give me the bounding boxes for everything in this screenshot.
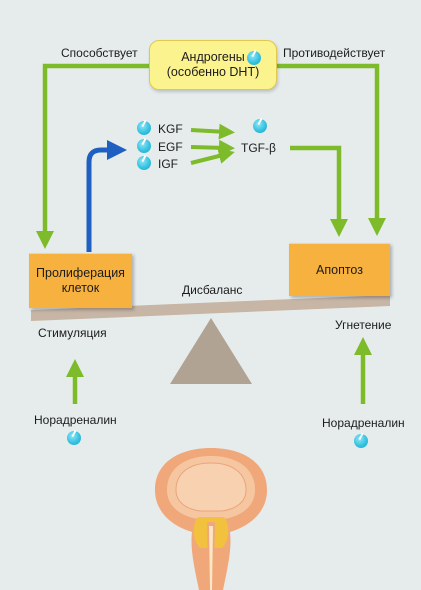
promotes-label: Способствует [61, 46, 138, 60]
molecule-icon [354, 434, 368, 448]
arrow-counteracts [277, 63, 386, 236]
arrow-igf [190, 148, 235, 165]
balance-fulcrum [170, 318, 252, 384]
apoptosis-box: Апоптоз [289, 243, 390, 296]
arrow-proliferation-to-factors [86, 140, 127, 252]
factor-igf: IGF [158, 157, 178, 171]
arrow-tgf-to-apoptosis [290, 145, 348, 237]
stimulation-label: Стимуляция [38, 326, 107, 340]
molecule-icon [137, 139, 151, 153]
molecule-icon [137, 121, 151, 135]
androgens-line2: (особенно DHT) [166, 65, 260, 79]
arrow-kgf [190, 123, 235, 140]
counteracts-label: Противодействует [283, 46, 386, 60]
factor-kgf: KGF [158, 122, 183, 136]
molecule-icon [247, 51, 261, 65]
proliferation-box: Пролиферация клеток [29, 253, 132, 308]
noradrenaline-left-label: Норадреналин [34, 413, 117, 427]
proliferation-line1: Пролиферация [36, 266, 125, 280]
molecule-icon [137, 156, 151, 170]
noradrenaline-right-label: Норадреналин [322, 416, 405, 430]
arrow-egf [190, 139, 235, 156]
imbalance-label: Дисбаланс [182, 283, 243, 297]
molecule-icon [253, 119, 267, 133]
balance-beam [31, 295, 390, 321]
tgf-beta-label: TGF-β [241, 141, 276, 155]
arrow-promotes [36, 63, 149, 249]
androgens-box: Андрогены (особенно DHT) [149, 40, 277, 90]
molecule-icon [67, 431, 81, 445]
androgens-line1: Андрогены [181, 50, 245, 64]
factor-egf: EGF [158, 140, 183, 154]
proliferation-line2: клеток [61, 281, 100, 295]
inhibition-label: Угнетение [335, 318, 392, 332]
prostate-illustration [155, 448, 267, 590]
